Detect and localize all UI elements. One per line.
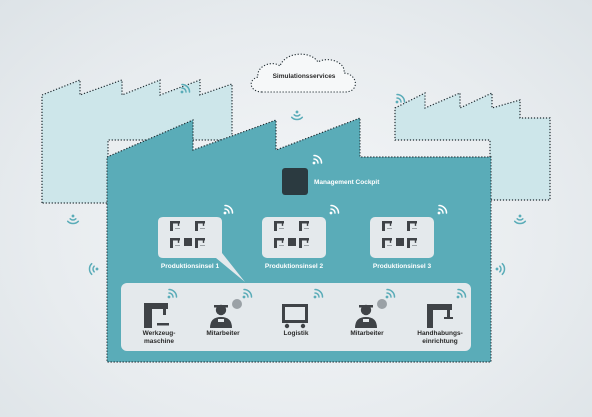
wifi-icon (513, 214, 527, 225)
wifi-icon (313, 288, 324, 299)
wifi-icon (495, 262, 506, 276)
cockpit-label: Management Cockpit (314, 179, 380, 186)
shopfloor-label-worker-1: Mitarbeiter (206, 330, 240, 337)
wifi-icon (329, 204, 340, 215)
shopfloor-label-machine: Werkzeug- maschine (142, 330, 176, 345)
cart-icon (282, 304, 308, 329)
mini-machine-icon (170, 238, 180, 248)
management-cockpit-box (282, 168, 308, 195)
mini-machine-icon (299, 238, 309, 248)
wifi-icon (437, 204, 448, 215)
cloud-label: Simulationsservices (272, 73, 336, 80)
wifi-icon (385, 288, 396, 299)
wifi-icon (456, 288, 467, 299)
wifi-icon (88, 262, 99, 276)
handling-device-icon (427, 304, 453, 328)
cloud-shape (250, 53, 356, 93)
production-cell-3-card (370, 217, 434, 258)
wifi-icon (223, 204, 234, 215)
mini-block-icon (288, 238, 296, 246)
mini-machine-icon (382, 238, 392, 248)
cell-3-label: Produktionsinsel 3 (372, 263, 432, 270)
mini-block-icon (396, 238, 404, 246)
mini-machine-icon (382, 221, 392, 231)
wifi-icon (242, 288, 253, 299)
mini-machine-icon (407, 221, 417, 231)
wifi-icon (395, 93, 406, 104)
worker-icon (210, 299, 242, 328)
wifi-icon (167, 288, 178, 299)
wifi-icon (312, 154, 323, 165)
wifi-icon (180, 83, 191, 94)
shopfloor-label-handling: Handhabungs- einrichtung (417, 330, 463, 345)
mini-machine-icon (299, 221, 309, 231)
mini-machine-icon (274, 221, 284, 231)
shopfloor-label-worker-2: Mitarbeiter (350, 330, 384, 337)
shopfloor-label-logistics: Logistik (283, 330, 309, 337)
mini-machine-icon (274, 238, 284, 248)
back-factory-left (41, 79, 233, 204)
mini-machine-icon (407, 238, 417, 248)
worker-icon (355, 299, 387, 328)
cell-2-label: Produktionsinsel 2 (264, 263, 324, 270)
mini-machine-icon (170, 221, 180, 231)
production-cell-2-card (262, 217, 326, 258)
mini-machine-icon (195, 221, 205, 231)
production-cell-1-card (158, 217, 245, 282)
mini-machine-icon (195, 238, 205, 248)
mini-block-icon (184, 238, 192, 246)
wifi-icon (66, 214, 80, 225)
wifi-icon (290, 110, 304, 121)
machine-tool-icon (144, 303, 169, 328)
cell-1-label: Produktionsinsel 1 (160, 263, 220, 270)
